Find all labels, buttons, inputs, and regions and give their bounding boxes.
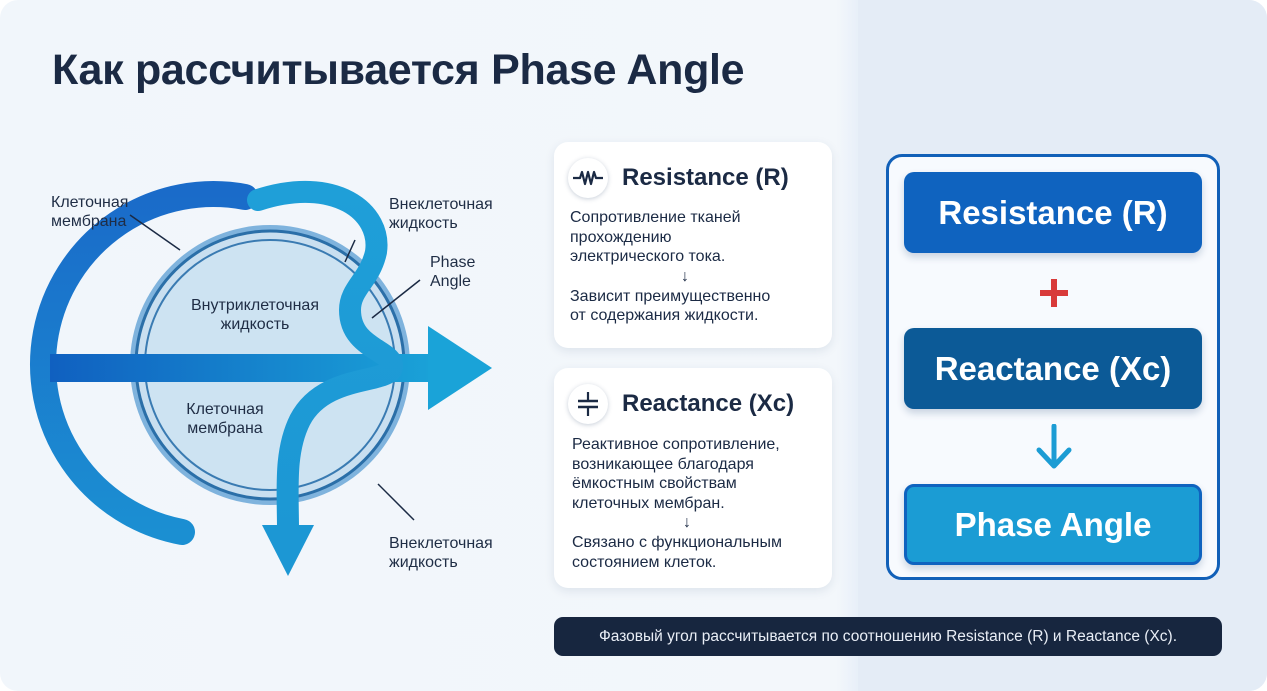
- label-membrane-top: Клеточная мембрана: [51, 194, 129, 230]
- reactance-line: возникающее благодаря: [572, 455, 754, 473]
- reactance-card-title: Reactance (Xc): [622, 390, 795, 417]
- leader-extracellular-top: [344, 239, 356, 263]
- resistor-icon: [568, 158, 608, 198]
- arrow-down-icon: [1036, 424, 1072, 469]
- leader-phase-angle: [371, 279, 421, 319]
- plus-icon: [1040, 279, 1068, 307]
- resistance-line: от содержания жидкости.: [570, 307, 759, 324]
- label-phase-angle: Phase Angle: [430, 254, 476, 290]
- reactance-line: ёмкостным свойствам: [572, 475, 737, 492]
- leader-extracellular-bottom: [377, 483, 415, 521]
- reactance-down-arrow: ↓: [683, 514, 691, 531]
- resistance-card-header: Resistance (R): [568, 158, 789, 198]
- page-title: Как рассчитывается Phase Angle: [52, 46, 745, 94]
- reactance-block: Reactance (Xc): [904, 328, 1202, 409]
- resistance-line: Сопротивление тканей: [570, 209, 741, 226]
- reactance-card-header: Reactance (Xc): [568, 384, 794, 424]
- label-extracellular-top: Внеклеточная жидкость: [389, 196, 493, 232]
- resistance-line: электрического тока.: [570, 248, 726, 265]
- outer-current-arc: [30, 181, 258, 545]
- reactance-line: Связано с функциональным: [572, 534, 782, 551]
- resistance-card: Resistance (R) Сопротивление тканей прох…: [554, 142, 832, 348]
- resistance-down-arrow: ↓: [681, 267, 689, 285]
- cell-diagram: [30, 180, 492, 576]
- reactance-line: состоянием клеток.: [572, 553, 717, 571]
- phase-current-path: [247, 180, 404, 541]
- footer-caption: Фазовый угол рассчитывается по соотношен…: [554, 617, 1222, 656]
- down-arrow-head: [262, 525, 314, 576]
- phase-angle-block: Phase Angle: [904, 484, 1202, 565]
- label-membrane-inner: Клеточная мембрана: [186, 401, 264, 437]
- reactance-line: клеточных мембран.: [572, 494, 725, 512]
- resistance-card-body: Сопротивление тканей прохождению электри…: [570, 208, 825, 326]
- reactance-card-body: Реактивное сопротивление, возникающее бл…: [572, 435, 827, 572]
- resistance-line: Зависит преимущественно: [570, 287, 771, 305]
- label-extracellular-bottom: Внеклеточная жидкость: [389, 535, 493, 571]
- leader-membrane-top: [129, 214, 181, 251]
- label-intracellular: Внутриклеточная жидкость: [191, 297, 319, 333]
- reactance-line: Реактивное сопротивление,: [572, 436, 780, 453]
- horizontal-arrow-head: [428, 326, 492, 410]
- resistance-block: Resistance (R): [904, 172, 1202, 253]
- capacitor-icon: [568, 384, 608, 424]
- resistance-line: прохождению: [570, 228, 672, 246]
- resistance-card-title: Resistance (R): [622, 164, 789, 191]
- reactance-card: Reactance (Xc) Реактивное сопротивление,…: [554, 368, 832, 588]
